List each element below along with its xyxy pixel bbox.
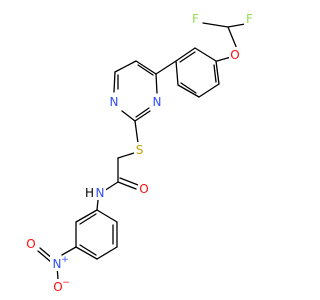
- atom-o-nitro-double: O: [26, 237, 35, 251]
- bond-aryl-inner-c: [79, 213, 97, 225]
- bond-pyrimidine-inner-c: [135, 107, 150, 118]
- bond-phenyl-5: [175, 47, 196, 62]
- bond-pyrimidine-3: [113, 71, 116, 93]
- atom-n-nitro-charge: +: [61, 255, 69, 265]
- bond-pyrimidine-4: [121, 110, 136, 122]
- atom-n-pyrimidine-lower: N: [110, 95, 119, 109]
- bond-phenyl-3: [177, 84, 200, 98]
- atom-o-carbonyl: O: [139, 182, 148, 196]
- bond-aryl-nitro: [61, 246, 77, 256]
- atom-f-top: F: [246, 12, 253, 26]
- bond-s-ch2: [117, 152, 135, 159]
- bond-phenyl-6: [194, 47, 217, 62]
- atom-n-amide: N: [96, 186, 105, 200]
- bond-pyrimidine-1: [135, 60, 157, 75]
- bond-phenyl-inner-b: [180, 82, 197, 94]
- bond-cf-top: [227, 23, 246, 28]
- bond-c-s: [134, 120, 139, 144]
- bond-phenyl-inner-a: [213, 64, 217, 83]
- bond-aryl-1: [96, 209, 118, 223]
- atom-o-nitro-charge: −: [62, 278, 70, 288]
- bonds: [37, 22, 246, 280]
- bond-pyrimidine-2: [114, 60, 137, 73]
- atom-n-pyrimidine-upper: N: [153, 95, 162, 109]
- bond-n-aryl: [96, 199, 99, 211]
- bond-co-double-b: [119, 177, 139, 186]
- bond-no-double-a: [37, 250, 52, 263]
- atom-o-nitro-anion: O: [53, 280, 62, 294]
- bond-co-double-a: [117, 181, 137, 190]
- atom-n-nitro: N: [53, 257, 62, 271]
- bond-aryl-6: [75, 209, 98, 223]
- bond-aryl-4: [75, 246, 98, 260]
- bond-o-aryl: [216, 56, 232, 62]
- bond-biaryl: [155, 60, 177, 75]
- bond-phenyl-2: [198, 83, 220, 98]
- bond-phenyl-1: [215, 60, 220, 85]
- bond-aryl-3: [96, 246, 118, 260]
- bond-c-n-amide: [103, 181, 119, 192]
- bond-cf-left: [202, 22, 229, 28]
- bond-pyrimidine-6: [155, 73, 158, 94]
- molecule-structure: F F O N N S O H N N + O O −: [25, 11, 255, 294]
- bond-aryl-inner-b: [79, 244, 97, 256]
- bond-pyrimidine-inner-a: [137, 64, 154, 76]
- atom-o-ether: O: [230, 48, 239, 62]
- atom-f-left: F: [192, 12, 199, 26]
- atom-h-amide: H: [85, 186, 94, 200]
- atom-labels: F F O N N S O H N N + O O −: [25, 11, 255, 294]
- bond-phenyl-4: [175, 60, 179, 86]
- bond-phenyl-inner-c: [179, 51, 196, 63]
- atom-s-thioether: S: [136, 143, 144, 157]
- bond-c-o-ether: [227, 26, 238, 50]
- bond-pyrimidine-5: [134, 110, 151, 122]
